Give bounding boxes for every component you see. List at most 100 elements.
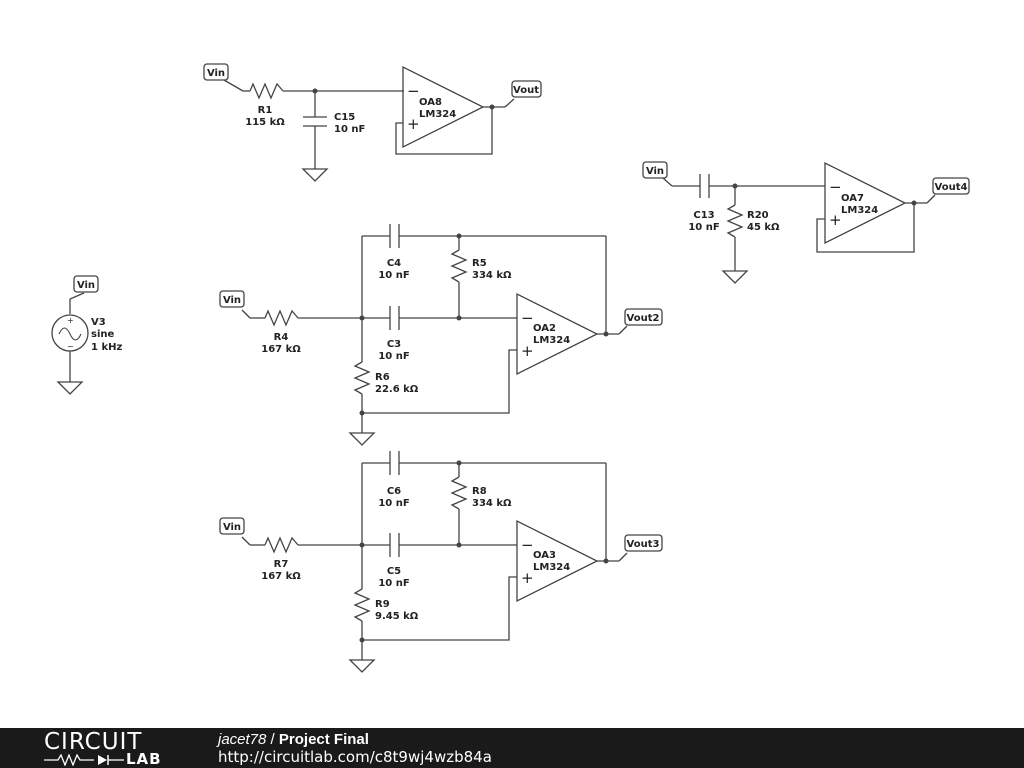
label-r8-ref: R8 — [472, 486, 487, 497]
source-v3[interactable] — [51, 292, 89, 395]
project-name[interactable]: Project Final — [278, 731, 369, 748]
label-r9-value: 9.45 kΩ — [375, 611, 419, 622]
net-flag-vout2[interactable] — [624, 308, 663, 326]
label-c3-value: 10 nF — [378, 351, 409, 362]
oa7-plus-pin: + — [829, 211, 842, 229]
logo-waveform-icon — [44, 754, 124, 766]
label-oa8-model: LM324 — [419, 109, 456, 120]
label-r7-ref: R7 — [274, 559, 289, 570]
label-c15-value: 10 nF — [334, 124, 365, 135]
junction-dots — [312, 88, 917, 643]
label-oa8-ref: OA8 — [419, 97, 442, 108]
label-c6-ref: C6 — [387, 486, 401, 497]
capacitor-c15[interactable] — [303, 116, 327, 127]
label-c13-ref: C13 — [693, 210, 714, 221]
circuit-oa3 — [241, 451, 628, 673]
net-flag-vout4[interactable] — [932, 177, 970, 195]
label-oa3-model: LM324 — [533, 562, 570, 573]
net-label-vout4: Vout4 — [935, 182, 968, 193]
label-v3-freq: 1 kHz — [91, 342, 122, 353]
label-oa2-ref: OA2 — [533, 323, 556, 334]
oa8-minus-pin: − — [407, 82, 420, 100]
circuit-oa7 — [662, 161, 936, 284]
resistor-r4[interactable] — [264, 309, 299, 327]
project-url[interactable]: http://circuitlab.com/c8t9wj4wzb84a — [218, 748, 492, 766]
logo-text-circuit: CIRCUIT — [44, 729, 143, 755]
label-c15-ref: C15 — [334, 112, 355, 123]
net-flag-vin[interactable] — [642, 161, 668, 179]
oa2-plus-pin: + — [521, 342, 534, 360]
oa7-minus-pin: − — [829, 178, 842, 196]
net-label-vout3: Vout3 — [627, 539, 660, 550]
opamp-oa7[interactable] — [824, 161, 907, 245]
label-r6-value: 22.6 kΩ — [375, 384, 419, 395]
resistor-r9[interactable] — [353, 588, 371, 622]
label-oa7-ref: OA7 — [841, 193, 864, 204]
net-label-vin: Vin — [223, 522, 241, 533]
net-label-vin: Vin — [77, 280, 95, 291]
label-r1-value: 115 kΩ — [245, 117, 285, 128]
resistor-r5[interactable] — [450, 249, 468, 283]
label-c13-value: 10 nF — [688, 222, 719, 233]
v3-plus-mark: + — [67, 316, 74, 325]
label-oa3-ref: OA3 — [533, 550, 556, 561]
net-flag-vin[interactable] — [219, 290, 245, 308]
label-c4-value: 10 nF — [378, 270, 409, 281]
oa8-plus-pin: + — [407, 115, 420, 133]
schematic-canvas[interactable]: Vin Vout Vin Vout4 Vin Vin Vout2 Vin Vou… — [0, 0, 1024, 728]
net-label-vin: Vin — [646, 166, 664, 177]
resistor-r1[interactable] — [249, 82, 284, 100]
oa3-minus-pin: − — [521, 536, 534, 554]
resistor-r6[interactable] — [353, 361, 371, 395]
capacitor-c5[interactable] — [389, 533, 400, 557]
label-r4-value: 167 kΩ — [261, 344, 301, 355]
net-label-vin: Vin — [223, 295, 241, 306]
opamp-oa8[interactable] — [402, 65, 485, 149]
label-r5-ref: R5 — [472, 258, 487, 269]
label-r8-value: 334 kΩ — [472, 498, 512, 509]
resistor-r8[interactable] — [450, 476, 468, 510]
label-r1-ref: R1 — [258, 105, 273, 116]
net-flag-vout3[interactable] — [624, 534, 663, 552]
opamp-oa3[interactable] — [516, 519, 599, 603]
label-r5-value: 334 kΩ — [472, 270, 512, 281]
net-label-vout2: Vout2 — [627, 313, 660, 324]
circuit-oa8 — [223, 65, 515, 182]
v3-minus-mark: − — [67, 342, 74, 351]
label-oa2-model: LM324 — [533, 335, 570, 346]
label-oa7-model: LM324 — [841, 205, 878, 216]
label-c5-ref: C5 — [387, 566, 401, 577]
resistor-r20[interactable] — [726, 204, 744, 238]
net-flag-vin[interactable] — [203, 63, 229, 81]
label-r20-ref: R20 — [747, 210, 769, 221]
net-flag-vin[interactable] — [73, 275, 99, 293]
label-v3-type: sine — [91, 329, 114, 340]
title-separator: / — [266, 731, 279, 748]
label-v3-ref: V3 — [91, 317, 106, 328]
author-name[interactable]: jacet78 — [218, 731, 267, 748]
label-c6-value: 10 nF — [378, 498, 409, 509]
oa3-plus-pin: + — [521, 569, 534, 587]
resistor-r7[interactable] — [264, 536, 299, 554]
capacitor-c3[interactable] — [389, 306, 400, 330]
label-r4-ref: R4 — [274, 332, 289, 343]
net-flag-vout[interactable] — [511, 80, 542, 98]
label-r9-ref: R9 — [375, 599, 390, 610]
project-title: jacet78 / Project Final — [218, 731, 369, 748]
oa2-minus-pin: − — [521, 309, 534, 327]
net-flag-vin[interactable] — [219, 517, 245, 535]
circuitlab-logo[interactable]: CIRCUIT LAB — [44, 729, 184, 767]
opamp-oa2[interactable] — [516, 292, 599, 376]
label-c5-value: 10 nF — [378, 578, 409, 589]
net-label-vin: Vin — [207, 68, 225, 79]
footer-bar: CIRCUIT LAB jacet78 / Project Final http… — [0, 728, 1024, 768]
capacitor-c6[interactable] — [389, 451, 400, 475]
label-r6-ref: R6 — [375, 372, 390, 383]
label-r20-value: 45 kΩ — [747, 222, 780, 233]
capacitor-c13[interactable] — [699, 174, 710, 198]
label-r7-value: 167 kΩ — [261, 571, 301, 582]
label-c4-ref: C4 — [387, 258, 401, 269]
net-label-vout: Vout — [513, 85, 539, 96]
capacitor-c4[interactable] — [389, 224, 400, 248]
label-c3-ref: C3 — [387, 339, 401, 350]
